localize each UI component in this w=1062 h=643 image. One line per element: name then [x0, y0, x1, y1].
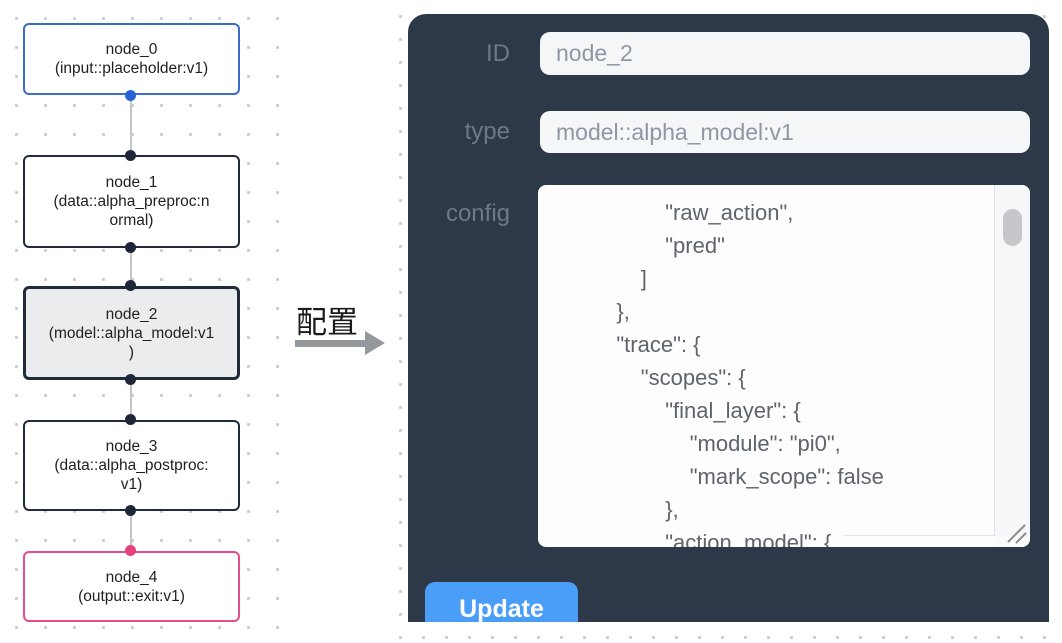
edge-node2-node3 [130, 380, 132, 420]
type-input[interactable] [540, 111, 1030, 153]
port-node0-out[interactable] [125, 90, 136, 101]
transition-arrow [295, 340, 367, 347]
node-subtitle: ) [128, 343, 135, 361]
edge-node0-node1 [130, 95, 132, 155]
node-subtitle: (input::placeholder:v1) [54, 60, 209, 77]
port-node4-in[interactable] [125, 545, 136, 556]
port-node2-in[interactable] [125, 280, 136, 291]
config-label: config [445, 200, 510, 227]
graph-node-node0[interactable]: node_0 (input::placeholder:v1) [23, 23, 240, 95]
node-title: node_4 [105, 568, 158, 586]
port-node3-out[interactable] [125, 505, 136, 516]
port-node1-out[interactable] [125, 242, 136, 253]
config-json-text: "raw_action", "pred" ] }, "trace": { "sc… [616, 200, 884, 547]
edge-node3-node4 [130, 511, 132, 551]
id-label: ID [486, 40, 510, 67]
node-subtitle: v1) [120, 476, 143, 493]
config-scrollbar-divider [844, 535, 994, 536]
node-title: node_0 [105, 41, 158, 58]
node-title: node_2 [105, 305, 158, 323]
canvas-gap [298, 0, 386, 643]
node-subtitle: (output::exit:v1) [78, 587, 185, 605]
node-subtitle: ormal) [109, 212, 154, 229]
graph-node-node4[interactable]: node_4 (output::exit:v1) [23, 551, 240, 622]
graph-node-node2-selected[interactable]: node_2 (model::alpha_model:v1 ) [23, 286, 240, 380]
config-scrollbar-track[interactable] [994, 185, 1030, 536]
transition-arrow-head-icon [365, 331, 385, 355]
config-scrollbar-thumb[interactable] [1003, 209, 1022, 246]
node-subtitle: (data::alpha_preproc:n [53, 193, 210, 210]
node-subtitle: (model::alpha_model:v1 [48, 324, 215, 342]
edge-node1-node2 [130, 248, 132, 286]
port-node2-out[interactable] [125, 374, 136, 385]
transition-label: 配置 [296, 305, 358, 340]
graph-node-node3[interactable]: node_3 (data::alpha_postproc: v1) [23, 420, 240, 511]
node-config-panel: ID type config "raw_action", "pred" ] },… [408, 14, 1049, 622]
port-node1-in[interactable] [125, 150, 136, 161]
graph-node-node1[interactable]: node_1 (data::alpha_preproc:n ormal) [23, 155, 240, 248]
port-node3-in[interactable] [125, 414, 136, 425]
config-textarea[interactable]: "raw_action", "pred" ] }, "trace": { "sc… [538, 185, 1030, 547]
update-button[interactable]: Update [425, 582, 578, 622]
resize-grip-icon [1007, 524, 1027, 544]
config-resize-corner[interactable] [994, 524, 1030, 547]
node-subtitle: (data::alpha_postproc: [54, 457, 209, 474]
node-title: node_3 [105, 438, 158, 455]
id-input[interactable] [540, 32, 1030, 75]
node-title: node_1 [105, 174, 158, 191]
type-label: type [464, 118, 510, 145]
